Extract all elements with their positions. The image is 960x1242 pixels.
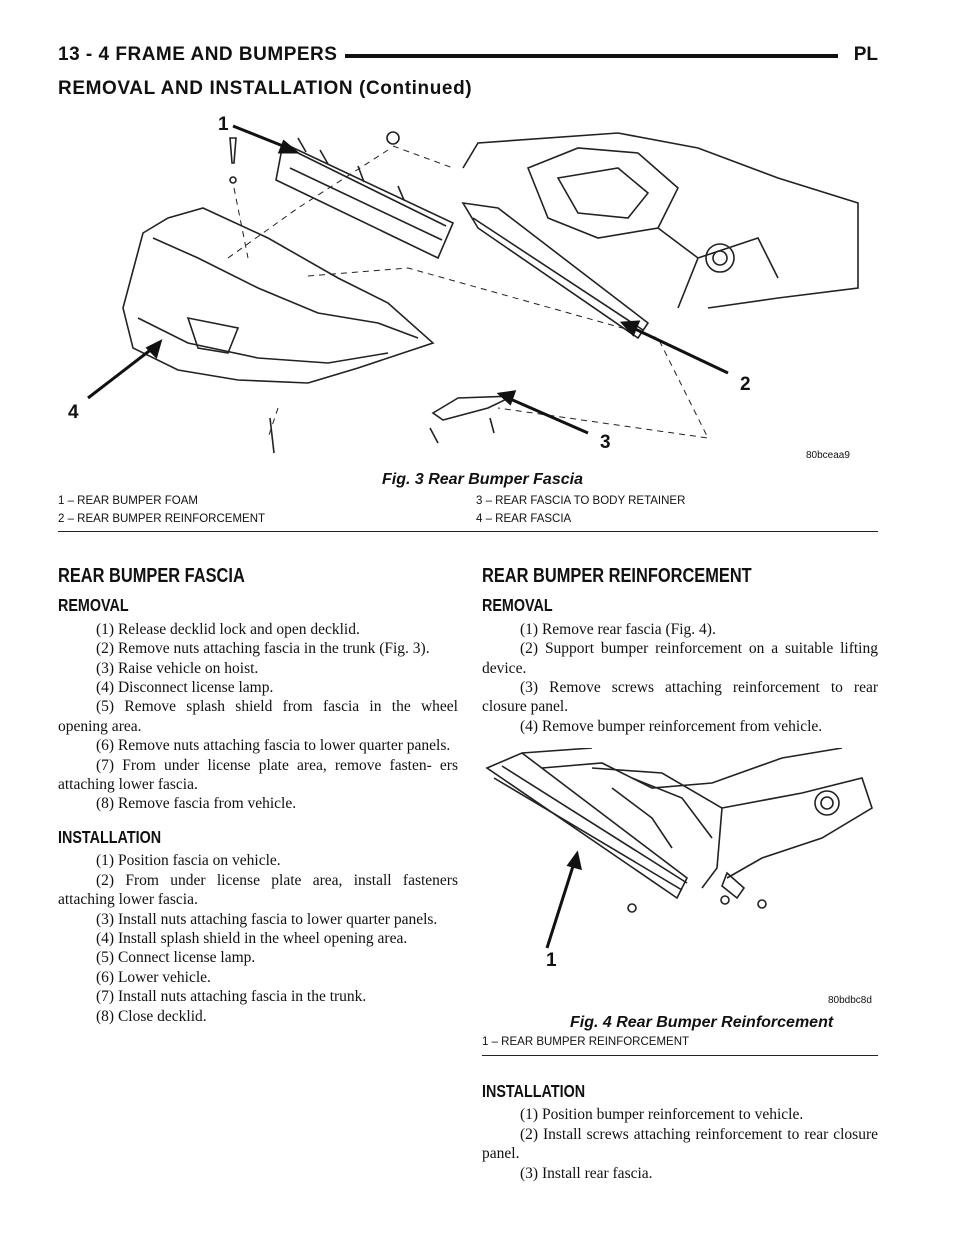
- step: (2) From under license plate area, insta…: [58, 871, 458, 909]
- step: (1) Release decklid lock and open deckli…: [96, 620, 360, 638]
- step: (6) Lower vehicle.: [96, 968, 211, 986]
- step: (1) Remove rear fascia (Fig. 4).: [520, 620, 716, 638]
- step: (5) Remove splash shield from fascia in …: [58, 698, 458, 735]
- step: (1) Position fascia on vehicle.: [96, 852, 281, 870]
- figure-3-rear-bumper-fascia: 1 2 3 4 80bceaa9: [58, 108, 878, 466]
- step: (3) Remove screws attaching reinforcemen…: [482, 679, 878, 716]
- section-continued-title: REMOVAL AND INSTALLATION (Continued): [58, 78, 473, 99]
- figure-3-illustration: 1 2 3 4: [68, 114, 859, 454]
- header-rule: [308, 54, 838, 58]
- figure-3-callout-3: 3: [600, 432, 611, 453]
- legend-item-2: 2 – REAR BUMPER REINFORCEMENT: [58, 513, 266, 525]
- page-header: 13 - 4 FRAME AND BUMPERS PL: [58, 44, 878, 70]
- figure-3-legend-right: 3 – REAR FASCIA TO BODY RETAINER 4 – REA…: [476, 492, 685, 528]
- legend-item-1: 1 – REAR BUMPER FOAM: [58, 495, 198, 507]
- left-column: REAR BUMPER FASCIA REMOVAL (1) Release d…: [58, 565, 458, 1026]
- figure-4-caption: Fig. 4 Rear Bumper Reinforcement: [570, 1014, 834, 1031]
- step: (7) From under license plate area, remov…: [58, 756, 458, 794]
- figure-3-caption: Fig. 3 Rear Bumper Fascia: [382, 471, 583, 488]
- legend-item-1: 1 – REAR BUMPER REINFORCEMENT: [482, 1036, 690, 1048]
- figure-3-callout-2: 2: [740, 374, 751, 395]
- legend-item-4: 4 – REAR FASCIA: [476, 513, 572, 525]
- legend-item-3: 3 – REAR FASCIA TO BODY RETAINER: [476, 495, 686, 507]
- right-column: REAR BUMPER REINFORCEMENT REMOVAL (1) Re…: [482, 565, 878, 736]
- step: (3) Raise vehicle on hoist.: [96, 659, 259, 677]
- removal-heading: REMOVAL: [58, 595, 129, 616]
- figure-4-rule: [482, 1055, 878, 1056]
- figure-3-code: 80bceaa9: [806, 450, 850, 461]
- step: (2) Remove nuts attaching fascia in the …: [96, 640, 430, 658]
- step: (5) Connect license lamp.: [96, 949, 256, 967]
- step: (4) Disconnect license lamp.: [96, 679, 274, 697]
- figure-3-callout-4: 4: [68, 402, 79, 423]
- page-reference: 13 - 4 FRAME AND BUMPERS: [58, 44, 346, 66]
- step: (2) Support bumper reinforcement on a su…: [482, 640, 878, 677]
- step: (6) Remove nuts attaching fascia to lowe…: [96, 737, 451, 755]
- step: (2) Install screws attaching reinforceme…: [482, 1125, 878, 1163]
- figure-3-callout-1: 1: [218, 114, 229, 135]
- figure-3-legend-left: 1 – REAR BUMPER FOAM 2 – REAR BUMPER REI…: [58, 492, 265, 528]
- section-title-reinforcement: REAR BUMPER REINFORCEMENT: [482, 565, 752, 587]
- step: (4) Remove bumper reinforcement from veh…: [520, 717, 823, 735]
- figure-4-callout-1: 1: [546, 950, 557, 971]
- installation-heading: INSTALLATION: [482, 1081, 586, 1101]
- step: (1) Position bumper reinforcement to veh…: [520, 1106, 804, 1124]
- right-column-installation: INSTALLATION (1) Position bumper reinfor…: [482, 1074, 878, 1183]
- step: (8) Close decklid.: [96, 1007, 207, 1025]
- figure-4-legend: 1 – REAR BUMPER REINFORCEMENT: [482, 1033, 689, 1051]
- step: (7) Install nuts attaching fascia in the…: [96, 988, 367, 1006]
- figure-4-rear-bumper-reinforcement: 1 80bdbc8d: [482, 747, 878, 1010]
- installation-heading: INSTALLATION: [58, 826, 162, 847]
- section-code: PL: [853, 44, 878, 65]
- step: (3) Install nuts attaching fascia to low…: [96, 910, 438, 928]
- section-title-fascia: REAR BUMPER FASCIA: [58, 565, 245, 587]
- step: (8) Remove fascia from vehicle.: [96, 795, 297, 813]
- figure-4-illustration: 1: [485, 747, 873, 971]
- figure-3-rule: [58, 531, 878, 532]
- step: (4) Install splash shield in the wheel o…: [96, 929, 408, 947]
- step: (3) Install rear fascia.: [520, 1164, 653, 1182]
- figure-4-code: 80bdbc8d: [828, 995, 872, 1006]
- removal-heading: REMOVAL: [482, 595, 553, 616]
